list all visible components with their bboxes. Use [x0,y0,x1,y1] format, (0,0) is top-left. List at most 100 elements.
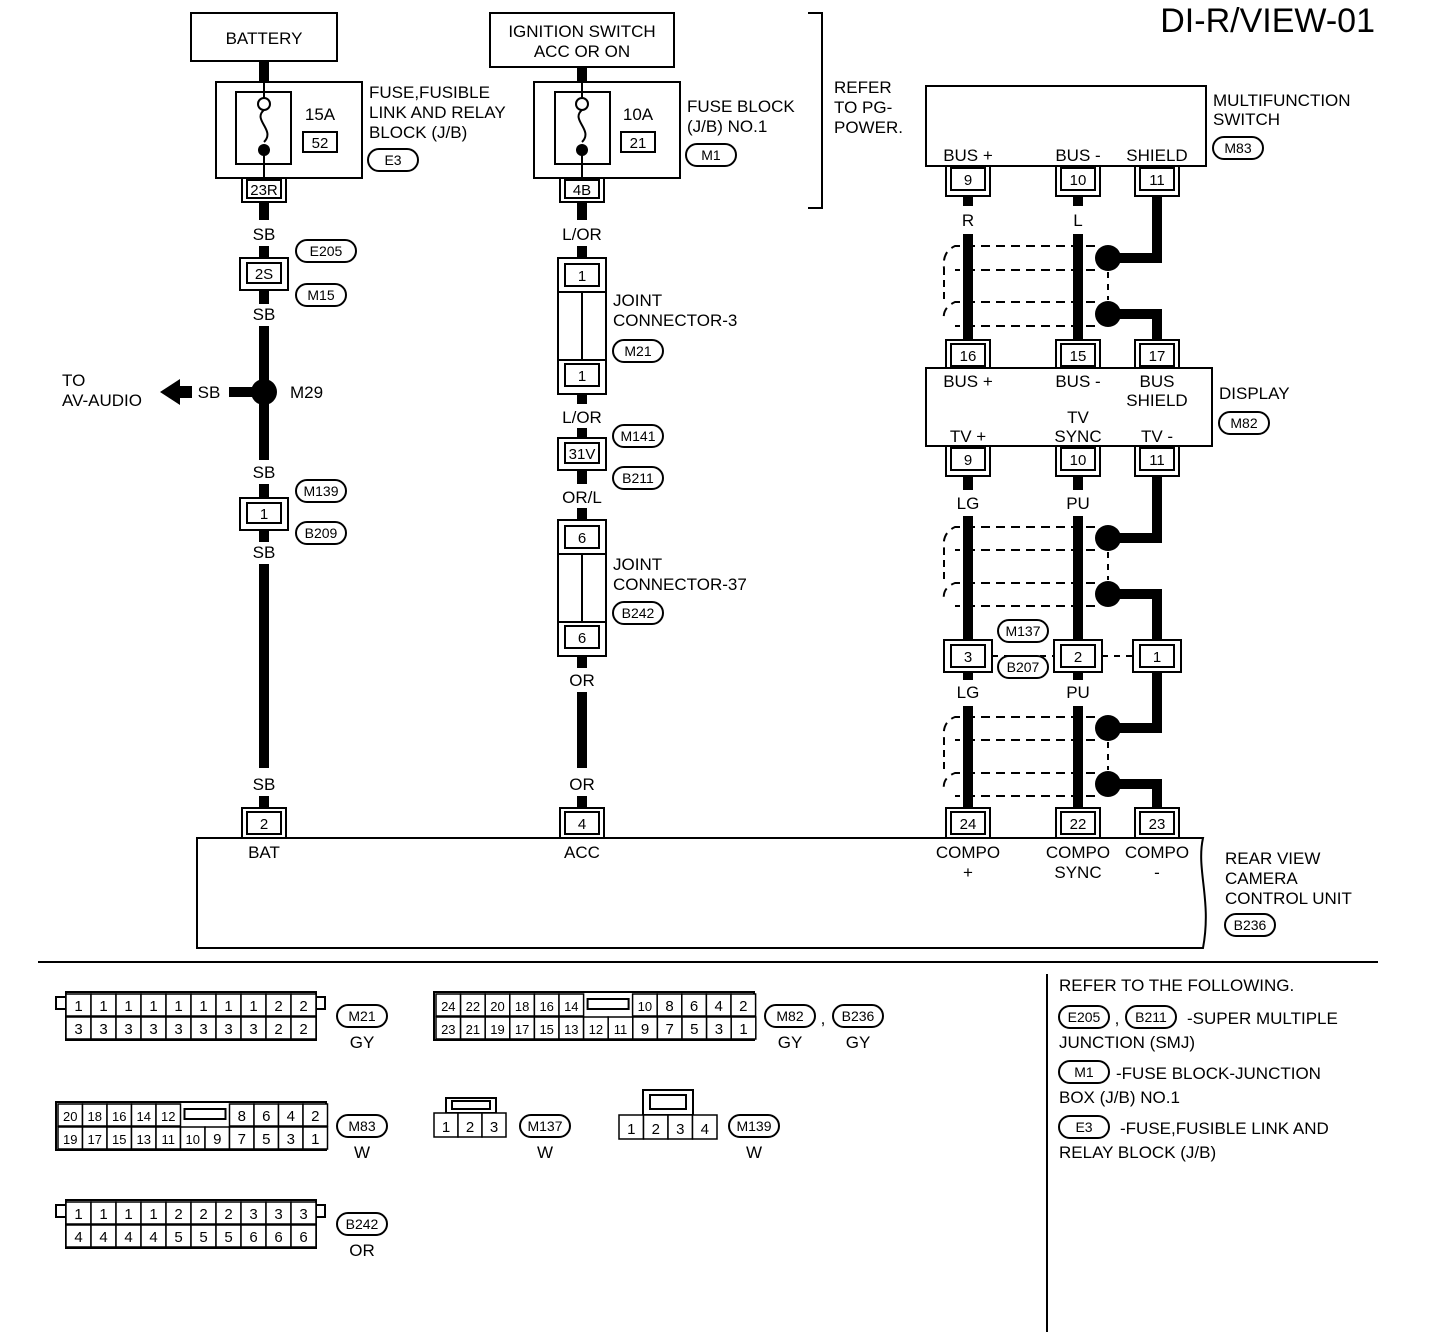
conn-2s: 2S [255,266,273,283]
m21-pin: 3 [124,1021,132,1038]
rvcu-label-acc: ACC [564,843,600,862]
wire-color-sb-4: SB [253,543,276,562]
m137-cell [433,1112,459,1138]
b242-pin: 3 [299,1206,307,1223]
b242-pin: 1 [149,1206,157,1223]
m21-pin: 3 [74,1021,82,1038]
m21-pin: 1 [74,998,82,1015]
display-unit [925,367,1213,447]
mfs-pin-9: 9 [964,172,972,189]
conn-color-m83: W [354,1143,370,1162]
display-bottom-label-1: TV + [950,427,986,446]
m83-pin: 8 [238,1108,246,1125]
conn-sep: , [821,1009,826,1028]
m21-pin: 3 [99,1021,107,1038]
jc37-name-2: CONNECTOR-37 [613,575,747,594]
m83-pin: 6 [262,1108,270,1125]
wire-color-or-1: OR [569,671,595,690]
conn-tag-m137: M137 [527,1118,562,1134]
m21-pin: 2 [299,998,307,1015]
m137-pin: 1 [442,1119,450,1136]
m83-pin: 3 [287,1131,295,1148]
refer-e3-2: RELAY BLOCK (J/B) [1059,1143,1216,1162]
b242-cell [290,1201,317,1225]
wire-color-sb-2: SB [253,305,276,324]
fuse-15a-name-3: BLOCK (J/B) [369,123,467,142]
rvcu-term-23: 23 [1149,816,1166,833]
fuse-10a-name-1: FUSE BLOCK [687,97,795,116]
b242-pin: 2 [174,1206,182,1223]
tag-m139: M139 [303,483,338,499]
tag-m82: M82 [1230,415,1257,431]
m83-cell [302,1126,329,1150]
m83-pin: 20 [63,1109,77,1124]
rvcu-label-1b: + [963,863,973,882]
b242-pin: 1 [124,1206,132,1223]
m82-pin: 16 [539,999,553,1014]
b242-pin: 5 [174,1229,182,1246]
tag-m83: M83 [1224,140,1251,156]
mfs-name-2: SWITCH [1213,110,1280,129]
m82-pin: 21 [466,1022,480,1037]
fuse-10a-name-2: (J/B) NO.1 [687,117,767,136]
wire-color-pu-2: PU [1066,683,1090,702]
arrow-left-icon [160,379,192,405]
b242-pin: 5 [199,1229,207,1246]
inline-pin-2: 2 [1074,649,1082,666]
terminal-23r: 23R [250,182,278,199]
m82-pin: 9 [641,1021,649,1038]
m83-pin: 12 [161,1109,175,1124]
m83-cell [155,1103,182,1127]
tag-m137: M137 [1005,623,1040,639]
mfs-pin2-label: BUS - [1055,146,1100,165]
m82-pin: 12 [589,1022,603,1037]
b242-pin: 2 [199,1206,207,1223]
battery-circuit: BATTERY 15A 52 FUSE,FUSIBLE LINK AND REL… [62,12,506,862]
b242-pin: 4 [99,1229,107,1246]
b242-pin: 6 [249,1229,257,1246]
jc3-bottom-pin: 1 [578,368,586,385]
rvcu-label-3b: - [1154,863,1160,882]
b242-pin: 3 [274,1206,282,1223]
rvcu-label-1a: COMPO [936,843,1000,862]
m137-cell [481,1112,507,1138]
m21-cell [290,993,317,1017]
m82-pin: 14 [564,999,578,1014]
wire-color-sb-3: SB [253,463,276,482]
b242-pin: 6 [274,1229,282,1246]
wire-color-lg-2: LG [957,683,980,702]
fuse-15a-amps: 15A [305,105,336,124]
fuse-10a-amps: 10A [623,105,654,124]
m21-pin: 1 [174,998,182,1015]
conn-tag-m21: M21 [348,1008,375,1024]
m83-pin: 2 [311,1108,319,1125]
display-bottom-label-2b: SYNC [1054,427,1101,446]
conn-tag-m139: M139 [736,1118,771,1134]
rvcu-label-2a: COMPO [1046,843,1110,862]
m21-pin: 3 [199,1021,207,1038]
m83-pin: 14 [137,1109,151,1124]
m82-pin: 7 [666,1021,674,1038]
m21-pin: 1 [149,998,157,1015]
wire-color-r: R [962,211,974,230]
display-pin-10: 10 [1070,452,1087,469]
m82-pin: 4 [715,998,723,1015]
rvcu-term-24: 24 [960,816,977,833]
refer-e3-1: -FUSE,FUSIBLE LINK AND [1120,1119,1329,1138]
tag-b236: B236 [1234,917,1267,933]
m82-pin: 1 [739,1021,747,1038]
refer-pg-2: TO PG- [834,98,892,117]
m82-pin: 3 [715,1021,723,1038]
m139-pin: 2 [652,1121,660,1138]
fuse-15a-number: 52 [312,135,329,152]
m137-cell [457,1112,483,1138]
tag-b242: B242 [622,605,655,621]
m83-cell [302,1103,329,1127]
fuse-block-jb-no1 [533,81,681,179]
b242-pin: 2 [224,1206,232,1223]
tag-m1: M1 [701,147,721,163]
display-top-label-3a: BUS [1140,372,1175,391]
m21-pin: 1 [124,998,132,1015]
inline-pin-3: 3 [964,649,972,666]
